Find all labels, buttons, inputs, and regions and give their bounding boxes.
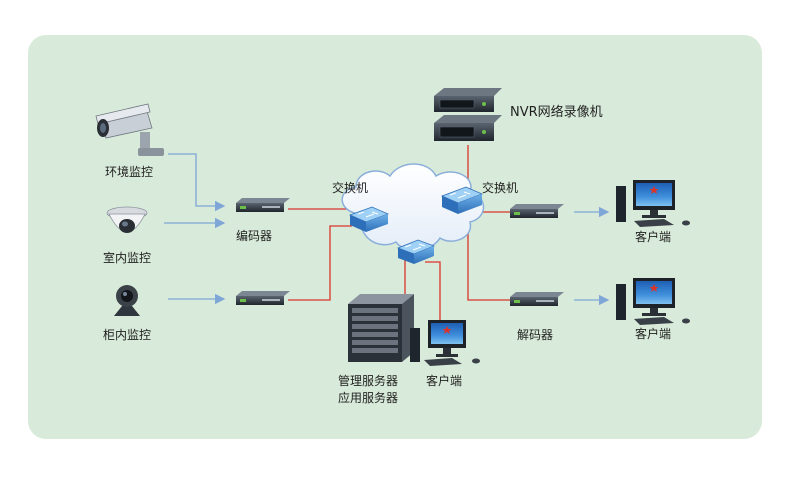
switch-right-icon	[440, 186, 484, 214]
label-client-top: 客户端	[635, 230, 672, 244]
nvr-icon	[434, 88, 502, 141]
encoder-bottom-icon	[236, 291, 290, 305]
bullet-camera-icon	[95, 103, 164, 156]
label-client-center: 客户端	[426, 374, 463, 388]
label-indoor-camera: 室内监控	[103, 251, 152, 265]
encoder-top-icon	[236, 198, 290, 212]
video-links	[164, 153, 610, 306]
client-top-icon	[616, 180, 690, 227]
label-client-bottom: 客户端	[635, 327, 672, 341]
client-center-icon	[410, 320, 480, 366]
label-env-camera: 环境监控	[105, 165, 154, 179]
label-decoder: 解码器	[517, 328, 554, 342]
link-env-camera-encoder	[168, 153, 226, 212]
label-server-line1: 管理服务器	[338, 374, 399, 388]
label-nvr: NVR网络录像机	[510, 105, 603, 120]
link-encoder-bottom-switch	[288, 225, 352, 301]
label-switch-left: 交换机	[332, 181, 369, 195]
link-switch-client-center	[425, 261, 441, 322]
switch-center-icon	[396, 239, 436, 264]
decoder-top-icon	[510, 204, 564, 218]
decoder-bottom-icon	[510, 292, 564, 306]
label-server-line2: 应用服务器	[338, 391, 399, 405]
label-encoder: 编码器	[236, 229, 273, 243]
dome-camera-icon	[106, 206, 148, 233]
link-switch-decoder-bottom	[467, 222, 510, 301]
switch-left-icon	[348, 206, 390, 232]
cabinet-camera-icon	[114, 285, 140, 316]
client-bottom-icon	[616, 278, 690, 325]
label-switch-right: 交换机	[482, 181, 519, 195]
server-rack-icon	[348, 294, 414, 362]
label-cabinet-camera: 柜内监控	[103, 328, 152, 342]
